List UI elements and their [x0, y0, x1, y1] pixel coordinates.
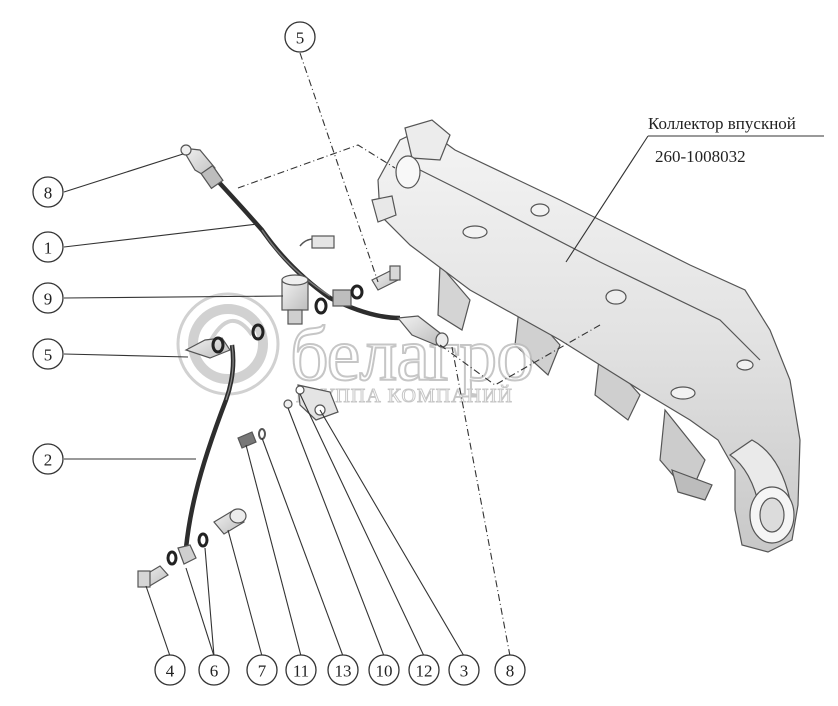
banjo-fitting-top: [180, 144, 224, 190]
manifold-label: Коллектор впускной 260-1008032: [648, 114, 824, 166]
callout-6: 6: [198, 654, 230, 686]
plug-11: [237, 428, 266, 449]
callout-number: 11: [293, 662, 309, 681]
callout-number: 9: [44, 290, 53, 309]
manifold-part-number: 260-1008032: [655, 147, 746, 166]
callout-10: 10: [368, 654, 400, 686]
pipe-1: [213, 176, 401, 321]
callout-number: 5: [296, 29, 305, 48]
bolt-4: [137, 565, 169, 588]
callout-number: 4: [166, 662, 175, 681]
leader-lines: [63, 52, 649, 657]
callout-7: 7: [246, 654, 278, 686]
callout-number: 8: [506, 662, 515, 681]
callout-number: 12: [416, 662, 433, 681]
callout-number: 3: [460, 662, 469, 681]
bolt-top: [371, 265, 401, 291]
junction-block: [314, 284, 364, 315]
banjo-fitting-middle: [184, 323, 265, 359]
solenoid-valve: [281, 235, 335, 325]
callout-3: 3: [448, 654, 480, 686]
intake-manifold: [371, 119, 801, 553]
callout-4: 4: [154, 654, 186, 686]
watermark-logo: белагро ГРУППА КОМПАНИЙ: [176, 292, 535, 408]
callout-number: 2: [44, 451, 53, 470]
callout-number: 1: [44, 239, 53, 258]
callout-11: 11: [285, 654, 317, 686]
callout-13: 13: [327, 654, 359, 686]
callout-12: 12: [408, 654, 440, 686]
callout-number: 5: [44, 346, 53, 365]
callout-8-left: 8: [32, 176, 64, 208]
callout-number: 7: [258, 662, 267, 681]
callout-8-bottom: 8: [494, 654, 526, 686]
pipe-2: [183, 344, 236, 549]
fitting-right: [396, 315, 449, 348]
callout-number: 8: [44, 184, 53, 203]
callout-number: 13: [335, 662, 352, 681]
callout-number: 6: [210, 662, 219, 681]
banjo-fitting-bottom: [166, 532, 209, 566]
callout-2: 2: [32, 443, 64, 475]
callout-5-top: 5: [284, 21, 316, 53]
watermark-brand: белагро: [290, 313, 533, 397]
callout-5-left: 5: [32, 338, 64, 370]
callout-number: 10: [376, 662, 393, 681]
callout-1: 1: [32, 231, 64, 263]
manifold-name: Коллектор впускной: [648, 114, 796, 133]
fitting-7: [213, 508, 247, 535]
callout-9: 9: [32, 282, 64, 314]
